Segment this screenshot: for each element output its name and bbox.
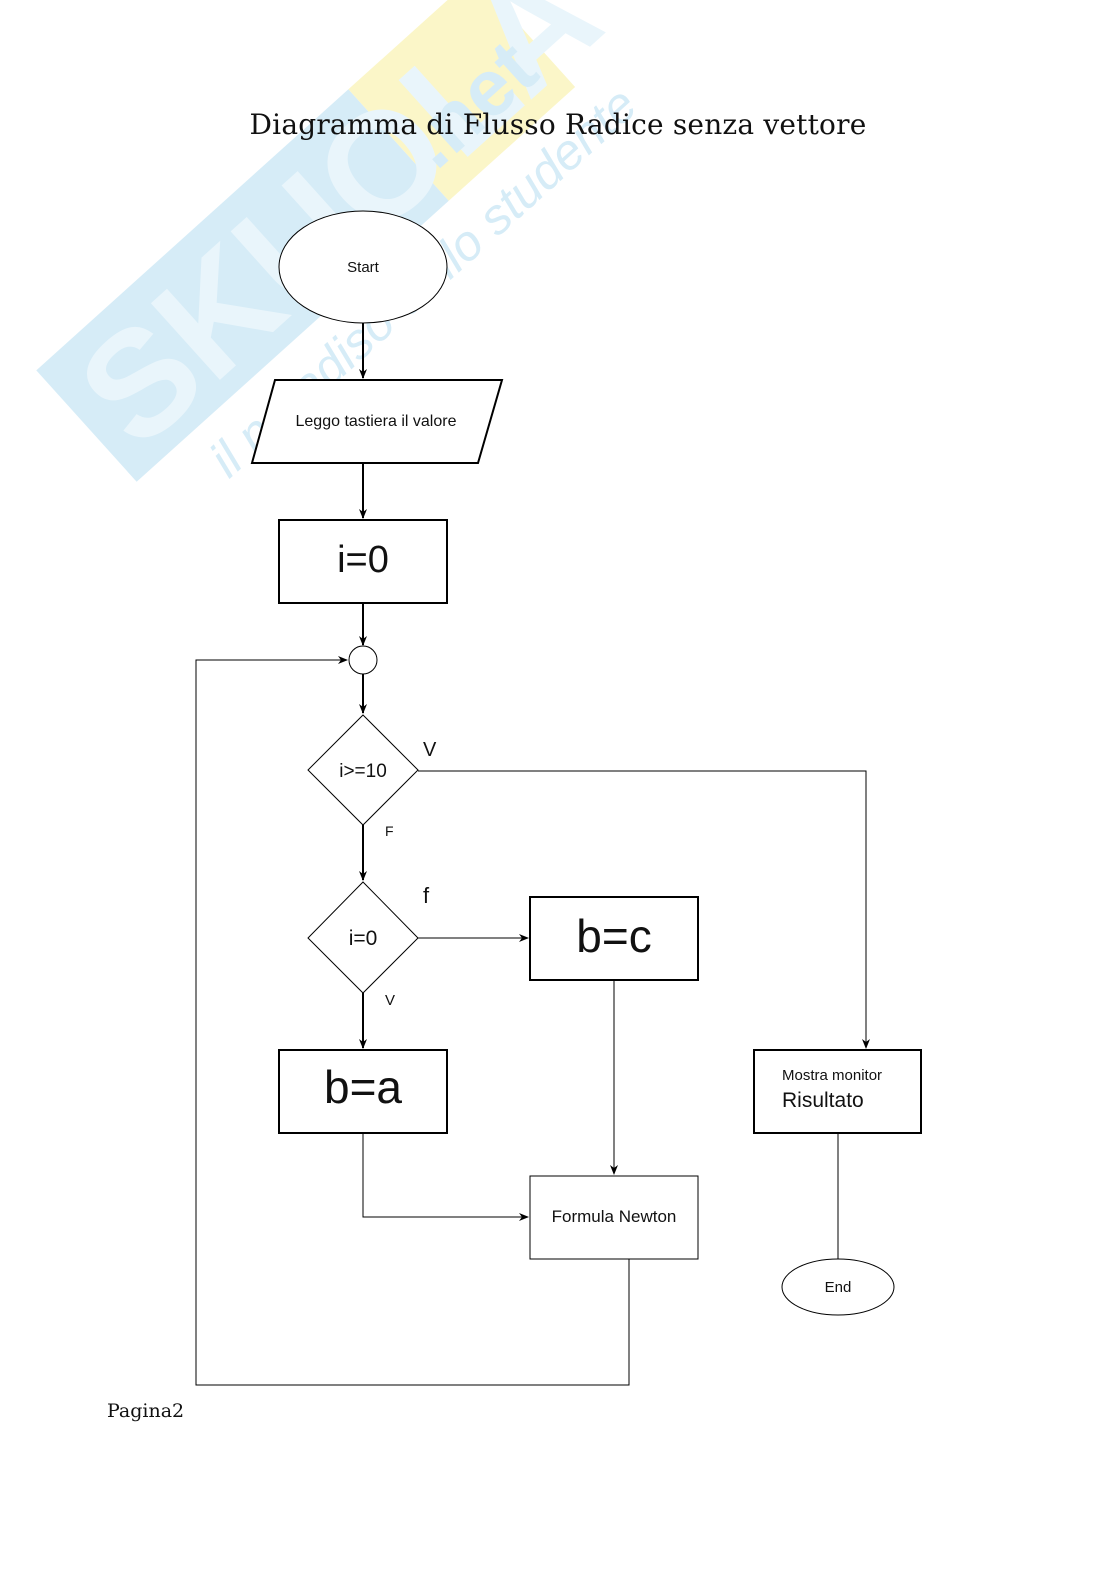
ba-label: b=a [324, 1061, 402, 1113]
ba-node: b=a [278, 1049, 448, 1134]
edge-newton-junction-loop [195, 656, 630, 1386]
edge-cond1-output [418, 770, 870, 1049]
bc-node: b=c [529, 896, 699, 981]
cond2-true-label: V [385, 992, 395, 1009]
cond2-node: i=0 [307, 881, 419, 994]
cond2-false-label: f [423, 883, 430, 908]
init-label: i=0 [337, 539, 389, 581]
input-node: Leggo tastiera il valore [250, 379, 504, 464]
page-number: Pagina2 [107, 1400, 185, 1422]
edge-ba-newton [362, 1133, 529, 1221]
start-label: Start [347, 259, 380, 276]
junction-node [348, 645, 378, 675]
output-node: Mostra monitor Risultato [753, 1049, 922, 1134]
page-title: Diagramma di Flusso Radice senza vettore [249, 108, 867, 141]
input-label: Leggo tastiera il valore [296, 413, 457, 430]
end-node: End [781, 1258, 895, 1316]
cond2-label: i=0 [349, 927, 378, 950]
cond1-true-label: V [423, 739, 437, 761]
newton-label: Formula Newton [552, 1207, 677, 1226]
init-node: i=0 [278, 519, 448, 604]
bc-label: b=c [576, 910, 651, 962]
cond1-label: i>=10 [339, 761, 387, 782]
newton-node: Formula Newton [529, 1175, 699, 1260]
start-node: Start [278, 210, 448, 324]
output-label-line1: Mostra monitor [782, 1067, 882, 1084]
end-label: End [825, 1279, 852, 1296]
output-label-line2: Risultato [782, 1089, 864, 1112]
cond1-node: i>=10 [307, 714, 419, 826]
cond1-false-label: F [385, 823, 394, 839]
